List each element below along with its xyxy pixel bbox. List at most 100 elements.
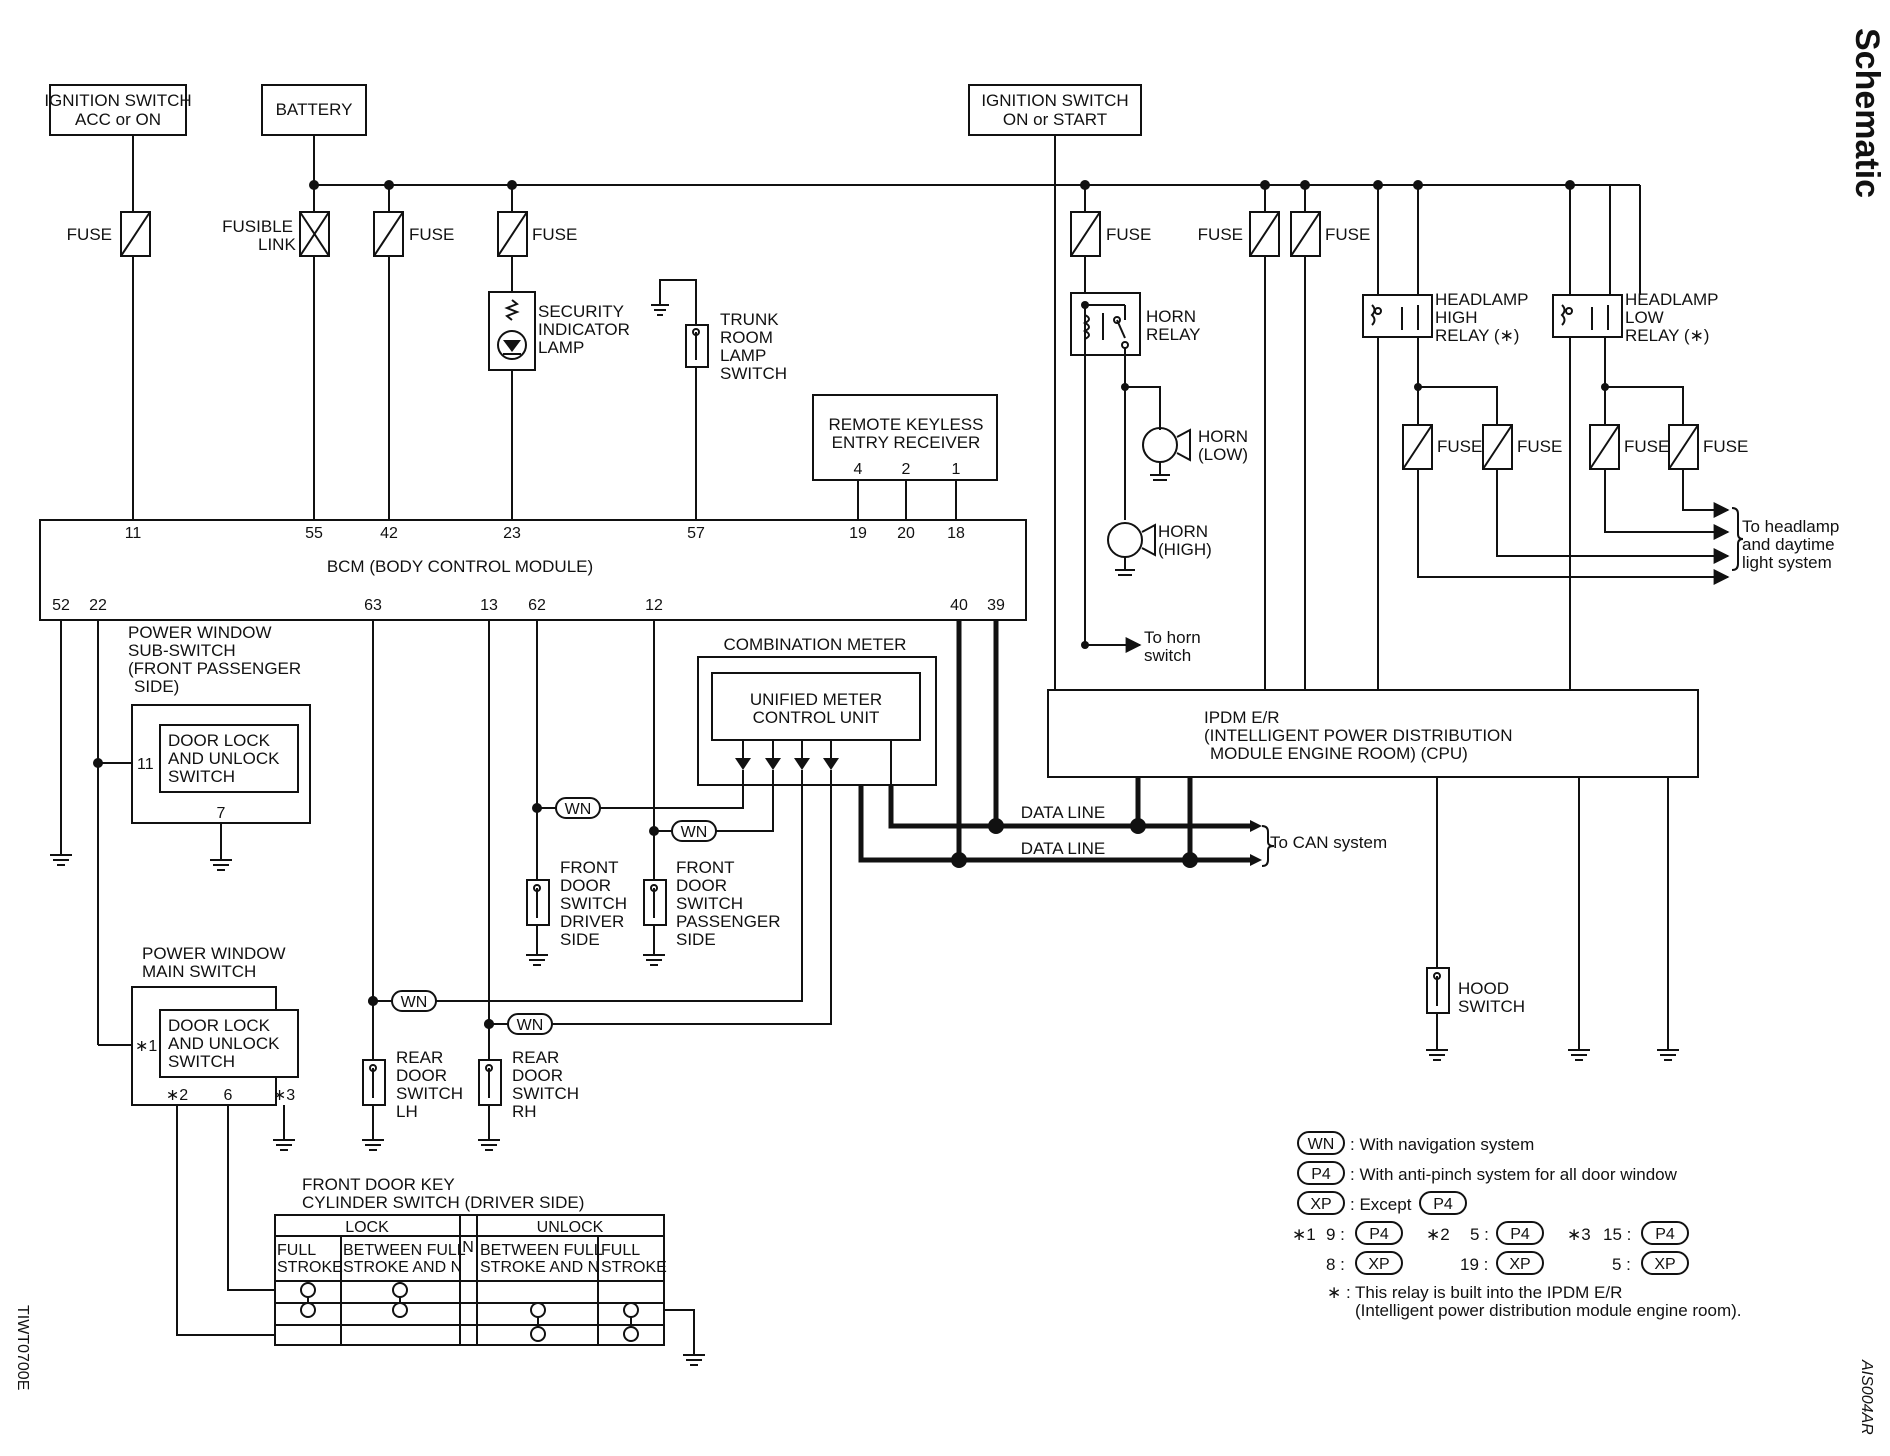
svg-text:FUSE: FUSE xyxy=(1437,437,1482,456)
svg-text:WN: WN xyxy=(681,824,708,841)
svg-text:19 :: 19 : xyxy=(1460,1255,1488,1274)
svg-text:40: 40 xyxy=(950,597,968,614)
svg-text:POWER WINDOW: POWER WINDOW xyxy=(128,623,272,642)
svg-text:HEADLAMP: HEADLAMP xyxy=(1435,290,1529,309)
svg-text:INDICATOR: INDICATOR xyxy=(538,320,630,339)
svg-text:COMBINATION METER: COMBINATION METER xyxy=(724,635,907,654)
svg-text:P4: P4 xyxy=(1433,1196,1453,1213)
svg-text:19: 19 xyxy=(849,525,867,542)
svg-text:FUSE: FUSE xyxy=(1517,437,1562,456)
drawing-code-left: TIWT0700E xyxy=(14,1305,31,1390)
svg-text:∗3: ∗3 xyxy=(1567,1225,1591,1244)
ipdm-module: IPDM E/R (INTELLIGENT POWER DISTRIBUTION… xyxy=(1047,689,1699,778)
svg-text:FUSE: FUSE xyxy=(1703,437,1748,456)
wire-main-to-key-cylinder xyxy=(176,1105,275,1336)
svg-text:RELAY (∗): RELAY (∗) xyxy=(1625,326,1709,345)
svg-text:HEADLAMP: HEADLAMP xyxy=(1625,290,1719,309)
svg-text:∗2: ∗2 xyxy=(1426,1225,1450,1244)
key-cylinder-switch-table: FRONT DOOR KEY CYLINDER SWITCH (DRIVER S… xyxy=(274,1175,705,1366)
svg-text:FUSE: FUSE xyxy=(1624,437,1669,456)
svg-text:DOOR: DOOR xyxy=(512,1066,563,1085)
svg-text:55: 55 xyxy=(305,525,323,542)
svg-text:SECURITY: SECURITY xyxy=(538,302,624,321)
svg-text:REMOTE KEYLESS: REMOTE KEYLESS xyxy=(829,415,984,434)
ipdm-fuses: FUSE FUSE xyxy=(1198,185,1370,690)
trunk-room-lamp-switch: TRUNK ROOM LAMP SWITCH xyxy=(651,279,787,520)
svg-text:BETWEEN FULL: BETWEEN FULL xyxy=(480,1242,603,1259)
svg-text:RELAY (∗): RELAY (∗) xyxy=(1435,326,1519,345)
svg-text:and daytime: and daytime xyxy=(1742,535,1835,554)
svg-text:DOOR LOCK: DOOR LOCK xyxy=(168,1016,271,1035)
svg-text:9 :: 9 : xyxy=(1326,1225,1345,1244)
svg-text:39: 39 xyxy=(987,597,1005,614)
svg-text:(INTELLIGENT POWER DISTRIBUTIO: (INTELLIGENT POWER DISTRIBUTION xyxy=(1204,726,1513,745)
svg-text:42: 42 xyxy=(380,525,398,542)
svg-text:ROOM: ROOM xyxy=(720,328,773,347)
can-data-lines: DATA LINE DATA LINE To CAN system xyxy=(858,620,1387,868)
svg-text:LAMP: LAMP xyxy=(538,338,584,357)
svg-text:8 :: 8 : xyxy=(1326,1255,1345,1274)
svg-text:HORN: HORN xyxy=(1158,522,1208,541)
svg-text:CYLINDER SWITCH (DRIVER SIDE): CYLINDER SWITCH (DRIVER SIDE) xyxy=(302,1193,584,1212)
svg-text:∗1: ∗1 xyxy=(135,1038,157,1055)
battery-bus xyxy=(309,135,1640,190)
svg-text:To headlamp: To headlamp xyxy=(1742,517,1839,536)
headlamp-fuses: FUSE FUSE FUSE FUSE To headlamp and dayt… xyxy=(1402,424,1839,585)
wn-wires xyxy=(368,770,832,1029)
wn-badge-4: WN xyxy=(507,1013,553,1035)
svg-text:AND UNLOCK: AND UNLOCK xyxy=(168,1034,280,1053)
svg-text:TRUNK: TRUNK xyxy=(720,310,779,329)
svg-text:IPDM E/R: IPDM E/R xyxy=(1204,708,1280,727)
svg-text:SIDE: SIDE xyxy=(560,930,600,949)
svg-text:WN: WN xyxy=(517,1017,544,1034)
svg-text:∗3: ∗3 xyxy=(273,1087,295,1104)
svg-text:XP: XP xyxy=(1509,1256,1530,1273)
security-indicator-lamp: SECURITY INDICATOR LAMP xyxy=(488,291,630,520)
remote-keyless-entry-receiver: REMOTE KEYLESS ENTRY RECEIVER 4 2 1 xyxy=(812,394,998,520)
svg-text:: With navigation system: : With navigation system xyxy=(1350,1135,1534,1154)
svg-text:(HIGH): (HIGH) xyxy=(1158,540,1212,559)
svg-text:FRONT DOOR KEY: FRONT DOOR KEY xyxy=(302,1175,455,1194)
power-window-sub-switch: POWER WINDOW SUB-SWITCH (FRONT PASSENGER… xyxy=(128,623,311,871)
svg-text:P4: P4 xyxy=(1311,1166,1331,1183)
svg-text:MAIN SWITCH: MAIN SWITCH xyxy=(142,962,256,981)
svg-text:FUSIBLE: FUSIBLE xyxy=(222,217,293,236)
svg-text:(FRONT PASSENGER: (FRONT PASSENGER xyxy=(128,659,301,678)
svg-text:P4: P4 xyxy=(1655,1226,1675,1243)
svg-text:MODULE ENGINE ROOM) (CPU): MODULE ENGINE ROOM) (CPU) xyxy=(1210,744,1468,763)
svg-text:POWER WINDOW: POWER WINDOW xyxy=(142,944,286,963)
horn-high: HORN (HIGH) xyxy=(1107,522,1212,576)
svg-text:IGNITION SWITCH: IGNITION SWITCH xyxy=(44,91,191,110)
svg-text:(Intelligent power distributio: (Intelligent power distribution module e… xyxy=(1355,1301,1741,1320)
svg-text:1: 1 xyxy=(952,461,961,478)
front-door-switch-passenger: FRONT DOOR SWITCH PASSENGER SIDE xyxy=(643,620,781,966)
headlamp-low-relay: HEADLAMP LOW RELAY (∗) xyxy=(1552,185,1719,690)
svg-text:STROKE AND N: STROKE AND N xyxy=(343,1259,462,1276)
horn-circuit: FUSE HORN RELAY To horn switch xyxy=(1054,135,1201,690)
svg-text:15 :: 15 : xyxy=(1603,1225,1631,1244)
svg-text:12: 12 xyxy=(645,597,663,614)
svg-text:11: 11 xyxy=(137,756,154,773)
svg-text:∗1: ∗1 xyxy=(1292,1225,1316,1244)
svg-text:4: 4 xyxy=(854,461,863,478)
svg-text:STROKE AND N: STROKE AND N xyxy=(480,1259,599,1276)
svg-text:SWITCH: SWITCH xyxy=(396,1084,463,1103)
svg-text:UNLOCK: UNLOCK xyxy=(537,1219,604,1236)
svg-text:XP: XP xyxy=(1310,1196,1331,1213)
svg-text:20: 20 xyxy=(897,525,915,542)
svg-text:11: 11 xyxy=(125,525,142,542)
svg-text:RH: RH xyxy=(512,1102,537,1121)
svg-text:REAR: REAR xyxy=(512,1048,559,1067)
svg-text:BCM (BODY CONTROL MODULE): BCM (BODY CONTROL MODULE) xyxy=(327,557,593,576)
fuse-42: FUSE xyxy=(373,185,454,520)
svg-text:SWITCH: SWITCH xyxy=(168,767,235,786)
svg-text:SWITCH: SWITCH xyxy=(720,364,787,383)
svg-text:ENTRY RECEIVER: ENTRY RECEIVER xyxy=(832,433,981,452)
svg-text:IGNITION SWITCH: IGNITION SWITCH xyxy=(981,91,1128,110)
svg-text:18: 18 xyxy=(947,525,965,542)
svg-text:DATA LINE: DATA LINE xyxy=(1021,803,1105,822)
svg-text:62: 62 xyxy=(528,597,546,614)
svg-text:∗ :: ∗ : xyxy=(1327,1283,1351,1302)
svg-text:DOOR: DOOR xyxy=(676,876,727,895)
